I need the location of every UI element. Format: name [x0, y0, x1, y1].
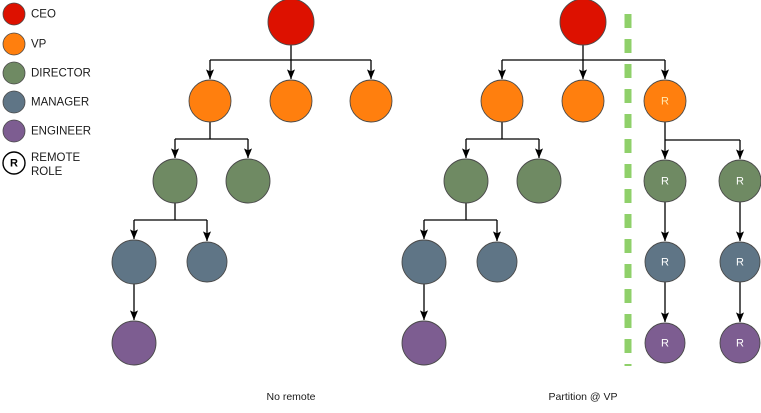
- node-engineer-remote[interactable]: R: [719, 322, 761, 364]
- caption-layer: No remote Partition @ VP: [266, 391, 617, 403]
- node-engineer-remote[interactable]: R: [644, 322, 686, 364]
- node-vp-remote[interactable]: R: [643, 79, 687, 123]
- node-manager[interactable]: [111, 239, 157, 285]
- legend-label: REMOTE: [31, 152, 81, 164]
- node-remote-label: R: [661, 338, 669, 350]
- node-manager-remote[interactable]: R: [644, 241, 686, 283]
- node-engineer[interactable]: [401, 320, 447, 366]
- node-manager[interactable]: [401, 239, 447, 285]
- node-director[interactable]: [152, 158, 198, 204]
- node-director[interactable]: [516, 158, 562, 204]
- node-circle[interactable]: [225, 158, 271, 204]
- remote-role-icon: [2, 151, 26, 175]
- node-circle[interactable]: [480, 79, 524, 123]
- edge-group: [205, 45, 376, 80]
- node-manager[interactable]: [186, 241, 228, 283]
- node-director[interactable]: [443, 158, 489, 204]
- legend-swatch-manager: [2, 90, 26, 114]
- node-ceo[interactable]: [559, 0, 607, 46]
- node-circle[interactable]: [559, 0, 607, 46]
- node-circle[interactable]: [644, 322, 686, 364]
- node-circle[interactable]: [719, 322, 761, 364]
- node-circle[interactable]: [401, 320, 447, 366]
- legend-swatch-vp: [2, 32, 26, 56]
- edge-group: [129, 203, 212, 242]
- legend-swatch-director: [2, 61, 26, 85]
- node-circle[interactable]: [349, 79, 393, 123]
- node-circle[interactable]: [516, 158, 562, 204]
- legend-swatch-ceo: [2, 2, 26, 26]
- edge-group: [660, 122, 745, 160]
- legend-swatch-engineer: [2, 119, 26, 143]
- legend-label: VP: [31, 39, 47, 51]
- node-engineer[interactable]: [111, 320, 157, 366]
- node-ceo[interactable]: [267, 0, 315, 46]
- node-circle[interactable]: [643, 159, 687, 203]
- node-circle[interactable]: [267, 0, 315, 46]
- legend-label: ENGINEER: [31, 126, 91, 138]
- node-circle[interactable]: [561, 79, 605, 123]
- node-vp[interactable]: [188, 79, 232, 123]
- node-circle[interactable]: [644, 241, 686, 283]
- node-circle[interactable]: [643, 79, 687, 123]
- legend-label: ROLE: [31, 166, 63, 178]
- edge-group: [170, 122, 253, 159]
- node-circle[interactable]: [188, 79, 232, 123]
- legend-label: MANAGER: [31, 97, 89, 109]
- node-manager-remote[interactable]: R: [719, 241, 761, 283]
- node-circle[interactable]: [719, 241, 761, 283]
- node-circle[interactable]: [186, 241, 228, 283]
- legend-label: CEO: [31, 9, 56, 21]
- node-vp[interactable]: [561, 79, 605, 123]
- node-vp[interactable]: [349, 79, 393, 123]
- legend-item-engineer: ENGINEER: [2, 119, 91, 143]
- legend-item-vp: VP: [2, 32, 47, 56]
- legend-item-remote: R REMOTE ROLE: [2, 151, 81, 178]
- node-remote-label: R: [736, 257, 744, 269]
- node-circle[interactable]: [111, 320, 157, 366]
- node-circle[interactable]: [401, 239, 447, 285]
- node-circle[interactable]: [152, 158, 198, 204]
- edge-group: [461, 122, 544, 159]
- legend-label: DIRECTOR: [31, 68, 91, 80]
- node-director[interactable]: [225, 158, 271, 204]
- node-circle[interactable]: [443, 158, 489, 204]
- node-circle[interactable]: [718, 159, 761, 203]
- panel-caption: No remote: [266, 391, 315, 403]
- node-circle[interactable]: [476, 241, 518, 283]
- node-vp[interactable]: [480, 79, 524, 123]
- node-manager[interactable]: [476, 241, 518, 283]
- remote-role-icon-letter: R: [10, 158, 18, 170]
- node-remote-label: R: [661, 257, 669, 269]
- node-circle[interactable]: [111, 239, 157, 285]
- node-vp[interactable]: [269, 79, 313, 123]
- edge-group: [497, 45, 670, 80]
- node-circle[interactable]: [269, 79, 313, 123]
- node-director-remote[interactable]: R: [643, 159, 687, 203]
- legend-item-manager: MANAGER: [2, 90, 89, 114]
- legend-item-director: DIRECTOR: [2, 61, 91, 85]
- edge-layer: [129, 45, 745, 323]
- edge-group: [419, 203, 502, 242]
- node-remote-label: R: [661, 96, 669, 108]
- panel-caption: Partition @ VP: [548, 391, 617, 403]
- legend-item-ceo: CEO: [2, 2, 56, 26]
- node-layer: R R R R R R R: [111, 0, 761, 366]
- node-remote-label: R: [736, 176, 744, 188]
- node-director-remote[interactable]: R: [718, 159, 761, 203]
- node-remote-label: R: [661, 176, 669, 188]
- role-legend: CEO VP DIRECTOR MANAGER ENGINEER R REMOTE ROLE: [2, 2, 91, 178]
- node-remote-label: R: [736, 338, 744, 350]
